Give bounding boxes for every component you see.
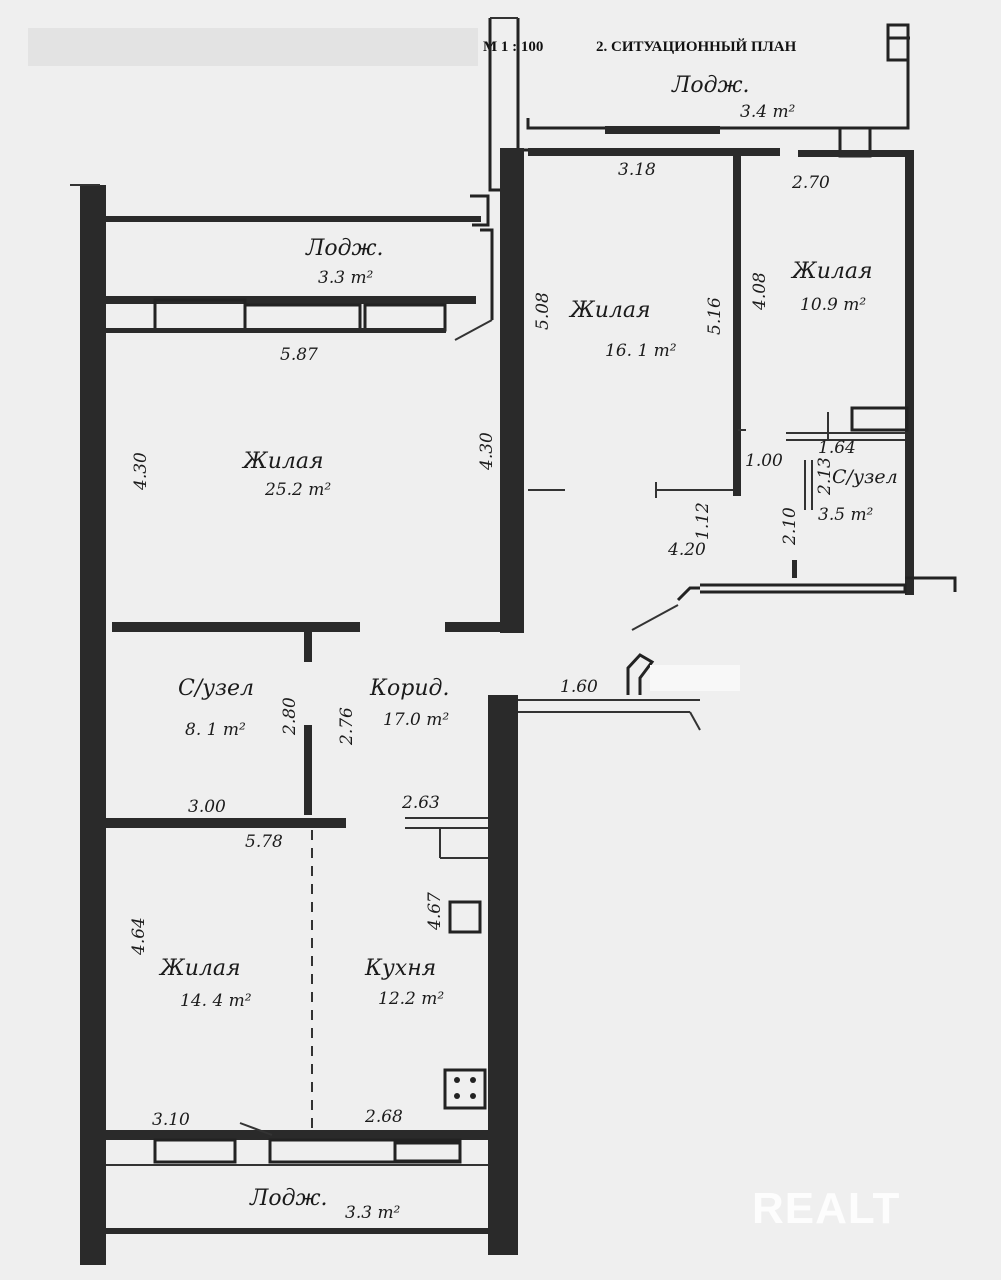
room-name-balcony-bottom: Лодж.: [249, 1186, 328, 1211]
room-area-balcony-top-left: 3.3 m²: [318, 268, 374, 288]
room-name-balcony-top-right: Лодж.: [671, 73, 750, 98]
dim-2-63: 2.63: [401, 793, 440, 813]
room-name-living-25: Жилая: [241, 449, 324, 474]
dim-1-60: 1.60: [560, 677, 598, 697]
room-area-living-25: 25.2 m²: [264, 480, 331, 500]
room-area-kitchen: 12.2 m²: [378, 989, 444, 1009]
dim-2-80: 2.80: [280, 697, 300, 736]
room-name-living-16: Жилая: [568, 298, 651, 323]
dim-4-64: 4.64: [129, 917, 149, 956]
room-name-bath-big: С/узел: [178, 676, 254, 701]
watermark-logo: REALT: [752, 1184, 900, 1233]
dim-2-10: 2.10: [780, 507, 800, 546]
dim-4-30-left: 4.30: [131, 452, 151, 491]
dim-5-78: 5.78: [245, 832, 283, 852]
room-area-balcony-bottom: 3.3 m²: [345, 1203, 401, 1223]
dim-4-08: 4.08: [750, 272, 770, 311]
dim-4-20: 4.20: [667, 540, 706, 560]
room-name-living-10: Жилая: [790, 259, 873, 284]
room-name-corridor: Корид.: [369, 676, 449, 701]
dim-1-00: 1.00: [745, 451, 783, 471]
room-area-bath-small: 3.5 m²: [818, 505, 874, 525]
dim-3-10: 3.10: [152, 1110, 190, 1130]
room-area-living-14: 14. 4 m²: [180, 991, 252, 1011]
dim-5-08: 5.08: [533, 292, 553, 330]
scale-label: M 1 : 100: [483, 39, 543, 55]
dim-3-18: 3.18: [618, 160, 656, 180]
dim-2-68: 2.68: [364, 1107, 403, 1127]
dim-5-16: 5.16: [705, 297, 725, 335]
room-area-bath-big: 8. 1 m²: [185, 720, 246, 740]
left-block-walls: [70, 184, 701, 1265]
dim-2-70: 2.70: [791, 173, 830, 193]
plan-title: 2. СИТУАЦИОННЫЙ ПЛАН: [596, 38, 797, 55]
dim-2-76: 2.76: [337, 707, 357, 746]
dim-1-64: 1.64: [818, 438, 856, 458]
room-area-living-10: 10.9 m²: [800, 295, 866, 315]
dim-1-12: 1.12: [693, 502, 713, 540]
room-area-corridor: 17.0 m²: [383, 710, 449, 730]
room-name-living-14: Жилая: [158, 956, 241, 981]
redacted-address-box: [28, 28, 478, 66]
room-area-balcony-top-right: 3.4 m²: [740, 102, 796, 122]
dim-3-00: 3.00: [188, 797, 226, 817]
right-wing-walls: [500, 148, 957, 633]
dim-5-87: 5.87: [280, 345, 318, 365]
room-area-living-16: 16. 1 m²: [605, 341, 677, 361]
dim-4-30-right: 4.30: [477, 432, 497, 471]
room-name-bath-small: С/узел: [832, 466, 898, 488]
dim-2-13: 2.13: [815, 457, 835, 496]
room-name-balcony-top-left: Лодж.: [305, 236, 384, 261]
room-name-kitchen: Кухня: [364, 956, 436, 981]
dim-4-67: 4.67: [425, 892, 445, 931]
redacted-patch: [650, 665, 740, 691]
